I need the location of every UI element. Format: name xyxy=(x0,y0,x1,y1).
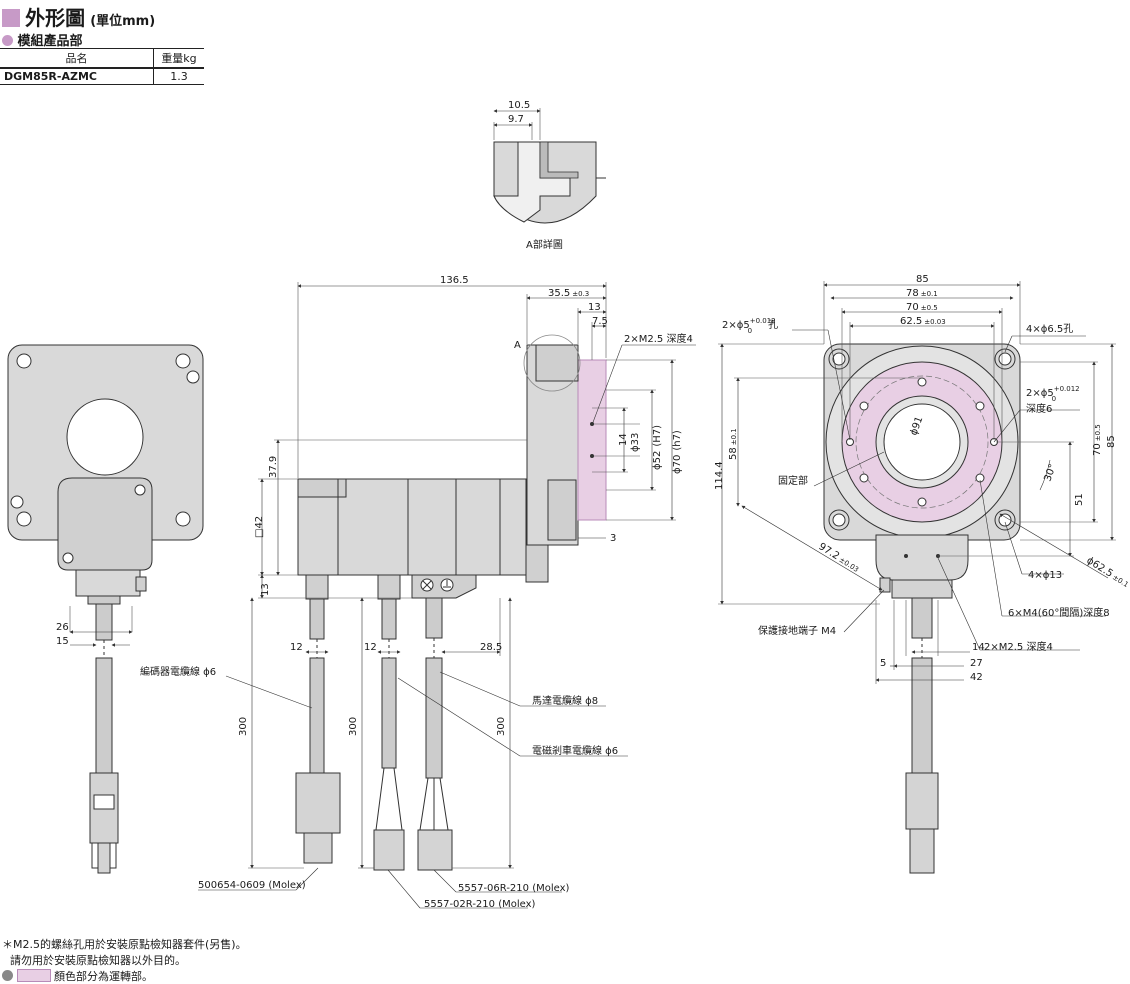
dim-136-5: 136.5 xyxy=(440,275,469,286)
spec-table: 品名 重量kg DGM85R-AZMC 1.3 xyxy=(0,48,204,85)
m4-taps-label: 6×M4(60°間隔)深度8 xyxy=(1008,606,1110,619)
front-view: ϕ91 85 78±0.1 70±0.5 62.5±0.03 2×ϕ5+0.01… xyxy=(714,274,1130,874)
side-view: A 136.5 35.5±0.3 13 7.5 3 xyxy=(140,275,696,910)
dim-phi33: ϕ33 xyxy=(630,433,641,452)
dim-97-2: 97.2±0.03 xyxy=(816,541,861,575)
mount-holes-label: 4×ϕ6.5孔 xyxy=(1026,323,1073,335)
motor-cable-label: 馬達電纜線 ϕ8 xyxy=(532,694,598,707)
section-subtitle: 模組產品部 xyxy=(2,30,83,49)
dim-85-v: 85 xyxy=(1106,435,1117,448)
note-1: ＊M2.5的螺絲孔用於安裝原點檢知器套件(另售)。 xyxy=(2,938,247,951)
dim-7-5: 7.5 xyxy=(592,316,608,327)
dim-62-5: 62.5±0.03 xyxy=(900,316,946,327)
dim-13: 13 xyxy=(588,302,601,313)
dim-26: 26 xyxy=(56,622,69,633)
brake-cable-label: 電磁剎車電纜線 ϕ6 xyxy=(532,744,618,757)
cell-model: DGM85R-AZMC xyxy=(0,67,154,85)
col-header-name: 品名 xyxy=(0,48,154,69)
legend-dot-icon xyxy=(2,970,13,981)
dim-114-4: 114.4 xyxy=(714,461,725,490)
note-3: 顏色部分為運轉部。 xyxy=(2,968,153,984)
tap-m25-label: 2×M2.5 深度4 xyxy=(624,332,693,345)
dim-70: 70±0.5 xyxy=(906,302,938,313)
rear-view: 26 15 xyxy=(7,344,204,874)
page-title: 外形圖 xyxy=(25,6,86,30)
fixed-part-label: 固定部 xyxy=(778,474,808,487)
m25-taps-bottom-label: 2×M2.5 深度4 xyxy=(984,640,1053,653)
dim-12-b: 12 xyxy=(364,642,377,653)
dim-300-b: 300 xyxy=(348,717,359,736)
dim-sq42: □42 xyxy=(254,516,265,538)
dim-12-a: 12 xyxy=(290,642,303,653)
pin-hole-depth-2: 深度6 xyxy=(1026,402,1052,415)
dim-27: 27 xyxy=(970,658,983,669)
dim-300-c: 300 xyxy=(496,717,507,736)
unit-label: (單位mm) xyxy=(90,14,156,29)
col-header-weight: 重量kg xyxy=(153,48,204,69)
dim-42: 42 xyxy=(970,672,983,683)
dim-51: 51 xyxy=(1074,493,1085,506)
dim-13-b: 13 xyxy=(260,583,271,596)
cell-weight: 1.3 xyxy=(153,67,204,85)
dim-35-5: 35.5±0.3 xyxy=(548,288,589,299)
dim-300-a: 300 xyxy=(238,717,249,736)
dim-15: 15 xyxy=(56,636,69,647)
detail-a: 10.5 9.7 A部詳圖 xyxy=(493,100,606,251)
dim-14-b: 14 xyxy=(972,642,985,653)
ground-terminal-label: 保護接地端子 M4 xyxy=(758,624,836,637)
note-2: 請勿用於安裝原點檢知器以外目的。 xyxy=(10,954,186,967)
dim-10-5: 10.5 xyxy=(508,100,530,111)
bullet-dot-icon xyxy=(2,35,13,46)
dim-78: 78±0.1 xyxy=(906,288,938,299)
dim-28-5: 28.5 xyxy=(480,642,502,653)
title-square-icon xyxy=(2,9,20,27)
dim-5: 5 xyxy=(880,658,886,669)
detail-a-caption: A部詳圖 xyxy=(526,238,563,251)
dim-3: 3 xyxy=(610,533,616,544)
dim-85: 85 xyxy=(916,274,929,285)
encoder-cable-label: 編碼器電纜線 ϕ6 xyxy=(140,665,216,678)
detail-marker-a: A xyxy=(514,340,521,351)
page-header: 外形圖 (單位mm) xyxy=(2,2,155,31)
table-row: DGM85R-AZMC 1.3 xyxy=(0,67,204,85)
connector-label-1: 500654-0609 (Molex) xyxy=(198,880,306,891)
dim-phi70: ϕ70(h7) xyxy=(672,430,683,474)
dim-70-v: 70±0.5 xyxy=(1092,424,1103,456)
connector-label-2: 5557-06R-210 (Molex) xyxy=(458,883,570,894)
dim-14: 14 xyxy=(618,433,629,446)
dim-58: 58±0.1 xyxy=(728,428,739,460)
rotating-part-swatch xyxy=(16,969,51,982)
dim-37-9: 37.9 xyxy=(268,456,279,478)
dim-phi52: ϕ52(H7) xyxy=(652,425,663,470)
holes-13-label: 4×ϕ13 xyxy=(1028,570,1062,581)
dim-9-7: 9.7 xyxy=(508,114,524,125)
dim-phi62-5: ϕ62.5±0.1 xyxy=(1084,555,1130,590)
connector-label-3: 5557-02R-210 (Molex) xyxy=(424,899,536,910)
angle-30-label: 30° xyxy=(1042,463,1058,483)
